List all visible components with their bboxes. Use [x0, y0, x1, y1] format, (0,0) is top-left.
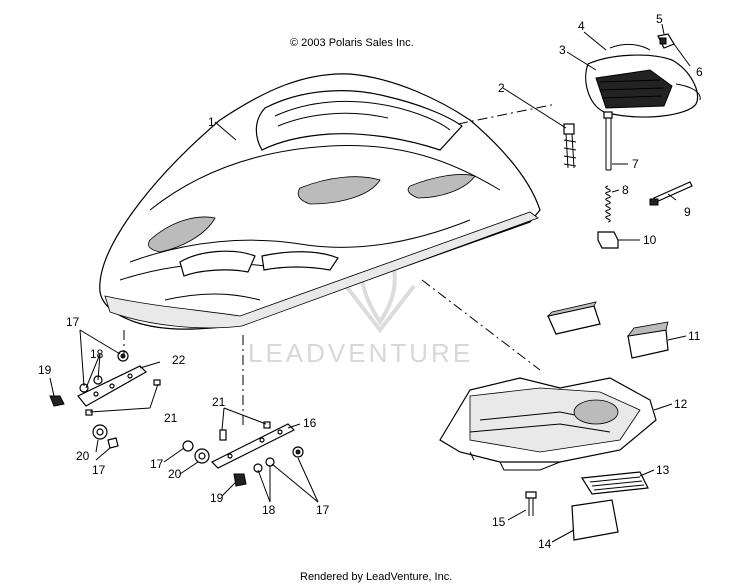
belly-pan-opening — [573, 399, 619, 425]
watermark-text: LEADVENTURE — [248, 338, 473, 368]
pin-shaft — [605, 118, 612, 171]
callout-21-left: 21 — [164, 411, 178, 425]
callout-17-top-left: 17 — [66, 315, 80, 329]
callout-8: 8 — [622, 183, 629, 197]
footer-rendered-by: Rendered by LeadVenture, Inc. — [300, 571, 452, 583]
callout-6: 6 — [696, 65, 703, 79]
gauge-wire — [609, 43, 651, 51]
bolt-head — [525, 491, 537, 499]
left-bracket-assembly — [49, 350, 161, 449]
callout-labels: 1 2 3 4 5 6 7 8 9 10 11 12 13 14 15 16 1… — [38, 12, 703, 551]
callout-16: 16 — [303, 416, 317, 430]
callout-1: 1 — [208, 115, 215, 129]
filter-pad — [571, 499, 619, 541]
spring — [605, 185, 611, 223]
copyright-text: © 2003 Polaris Sales Inc. — [290, 37, 414, 49]
callout-14: 14 — [538, 537, 552, 551]
gauge-assembly — [585, 33, 701, 118]
leader-lines — [49, 23, 691, 543]
hood-vent-right — [407, 174, 476, 199]
callout-19-left: 19 — [38, 363, 52, 377]
callout-5: 5 — [656, 12, 663, 26]
callout-2: 2 — [498, 81, 505, 95]
callout-18-left: 18 — [90, 347, 104, 361]
callout-18-center: 18 — [262, 503, 276, 517]
clip-rod — [653, 181, 693, 203]
callout-15: 15 — [492, 515, 506, 529]
callout-20-left: 20 — [76, 449, 90, 463]
assembly-lines — [123, 103, 557, 428]
center-bracket-assembly — [182, 421, 304, 487]
callout-22: 22 — [172, 353, 186, 367]
callout-3: 3 — [559, 43, 566, 57]
bolt-icon — [49, 395, 65, 407]
bolt-icon-center — [233, 473, 247, 487]
callout-12: 12 — [674, 397, 688, 411]
hood-headlight-left — [179, 250, 256, 277]
callout-4: 4 — [578, 19, 585, 33]
hood-vent-center — [297, 176, 381, 205]
callout-9: 9 — [684, 205, 691, 219]
bracket-16 — [210, 423, 296, 469]
callout-10: 10 — [643, 233, 657, 247]
filter-screen — [580, 471, 649, 495]
mounting-hardware — [563, 111, 693, 249]
hood-headlight-right — [261, 251, 339, 271]
hood-assembly — [99, 73, 541, 330]
callout-17-bottom-left: 17 — [92, 463, 106, 477]
callout-17-center: 17 — [150, 457, 164, 471]
pin-head — [603, 111, 613, 119]
belly-pan-assembly — [439, 301, 669, 541]
callout-21-center: 21 — [212, 395, 226, 409]
rubber-block — [597, 231, 619, 249]
callout-13: 13 — [656, 463, 670, 477]
hood-lower-edge — [104, 211, 539, 329]
callout-19-center: 19 — [210, 491, 224, 505]
leadventure-watermark: LEADVENTURE — [248, 226, 473, 368]
hood-vent-left — [148, 216, 216, 253]
callout-17-bottom-right: 17 — [316, 503, 330, 517]
callout-20-center: 20 — [168, 467, 182, 481]
callout-7: 7 — [632, 157, 639, 171]
callout-11: 11 — [688, 329, 701, 343]
screw-head — [563, 123, 575, 135]
